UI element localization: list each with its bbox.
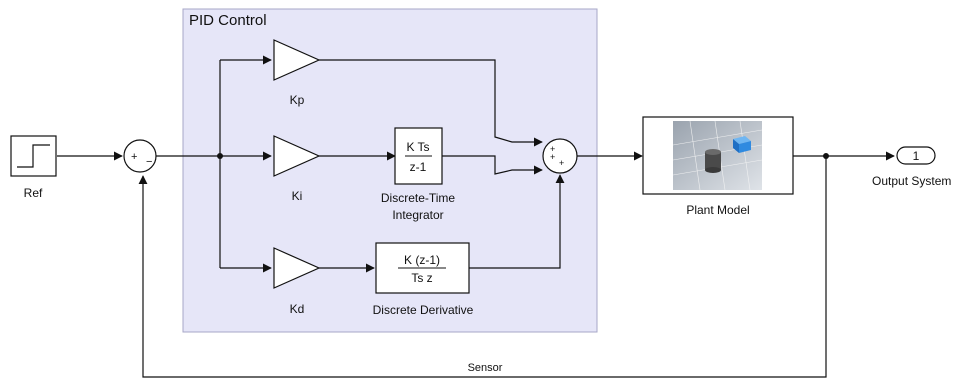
- branch-point: [217, 153, 223, 159]
- sum-block-error[interactable]: + −: [123, 139, 157, 173]
- sum2-plus-top: +: [550, 144, 555, 154]
- kp-label: Kp: [290, 93, 305, 107]
- ref-block[interactable]: [10, 135, 57, 177]
- kd-label: Kd: [290, 302, 305, 316]
- gain-block-kp[interactable]: [273, 39, 321, 81]
- sum1-minus-sign: −: [146, 156, 152, 168]
- derivative-numerator: K (z-1): [404, 253, 440, 267]
- integrator-numerator: K Ts: [406, 140, 429, 154]
- branch-point: [823, 153, 829, 159]
- output-port-label: Output System: [872, 174, 951, 188]
- derivative-denominator: Ts z: [411, 271, 432, 285]
- ki-label: Ki: [292, 189, 303, 203]
- integrator-label-line1: Discrete-Time: [381, 191, 456, 205]
- feedback-signal-label: Sensor: [468, 362, 503, 374]
- discrete-derivative-block[interactable]: K (z-1) Ts z: [375, 242, 470, 294]
- discrete-time-integrator-block[interactable]: K Ts z-1: [394, 127, 443, 185]
- gain-block-kd[interactable]: [273, 247, 321, 289]
- sum1-plus-sign: +: [131, 151, 137, 163]
- derivative-label: Discrete Derivative: [373, 303, 474, 317]
- sum2-plus-bottom: +: [559, 158, 564, 168]
- plant-model-label: Plant Model: [686, 203, 749, 217]
- signal-lines: [57, 55, 895, 378]
- 3d-model-thumbnail-icon: [672, 120, 763, 191]
- subsystem-title: PID Control: [189, 12, 267, 29]
- output-port-number: 1: [913, 149, 920, 163]
- step-icon: [17, 144, 50, 168]
- gain-block-ki[interactable]: [273, 135, 321, 177]
- plant-model-block[interactable]: [642, 116, 794, 195]
- integrator-denominator: z-1: [410, 160, 427, 174]
- ref-label: Ref: [24, 186, 43, 200]
- integrator-label-line2: Integrator: [392, 208, 443, 222]
- sum2-plus-middle: +: [550, 152, 555, 162]
- output-port-block[interactable]: 1: [896, 146, 936, 165]
- sum-block-pid[interactable]: + + +: [542, 138, 578, 174]
